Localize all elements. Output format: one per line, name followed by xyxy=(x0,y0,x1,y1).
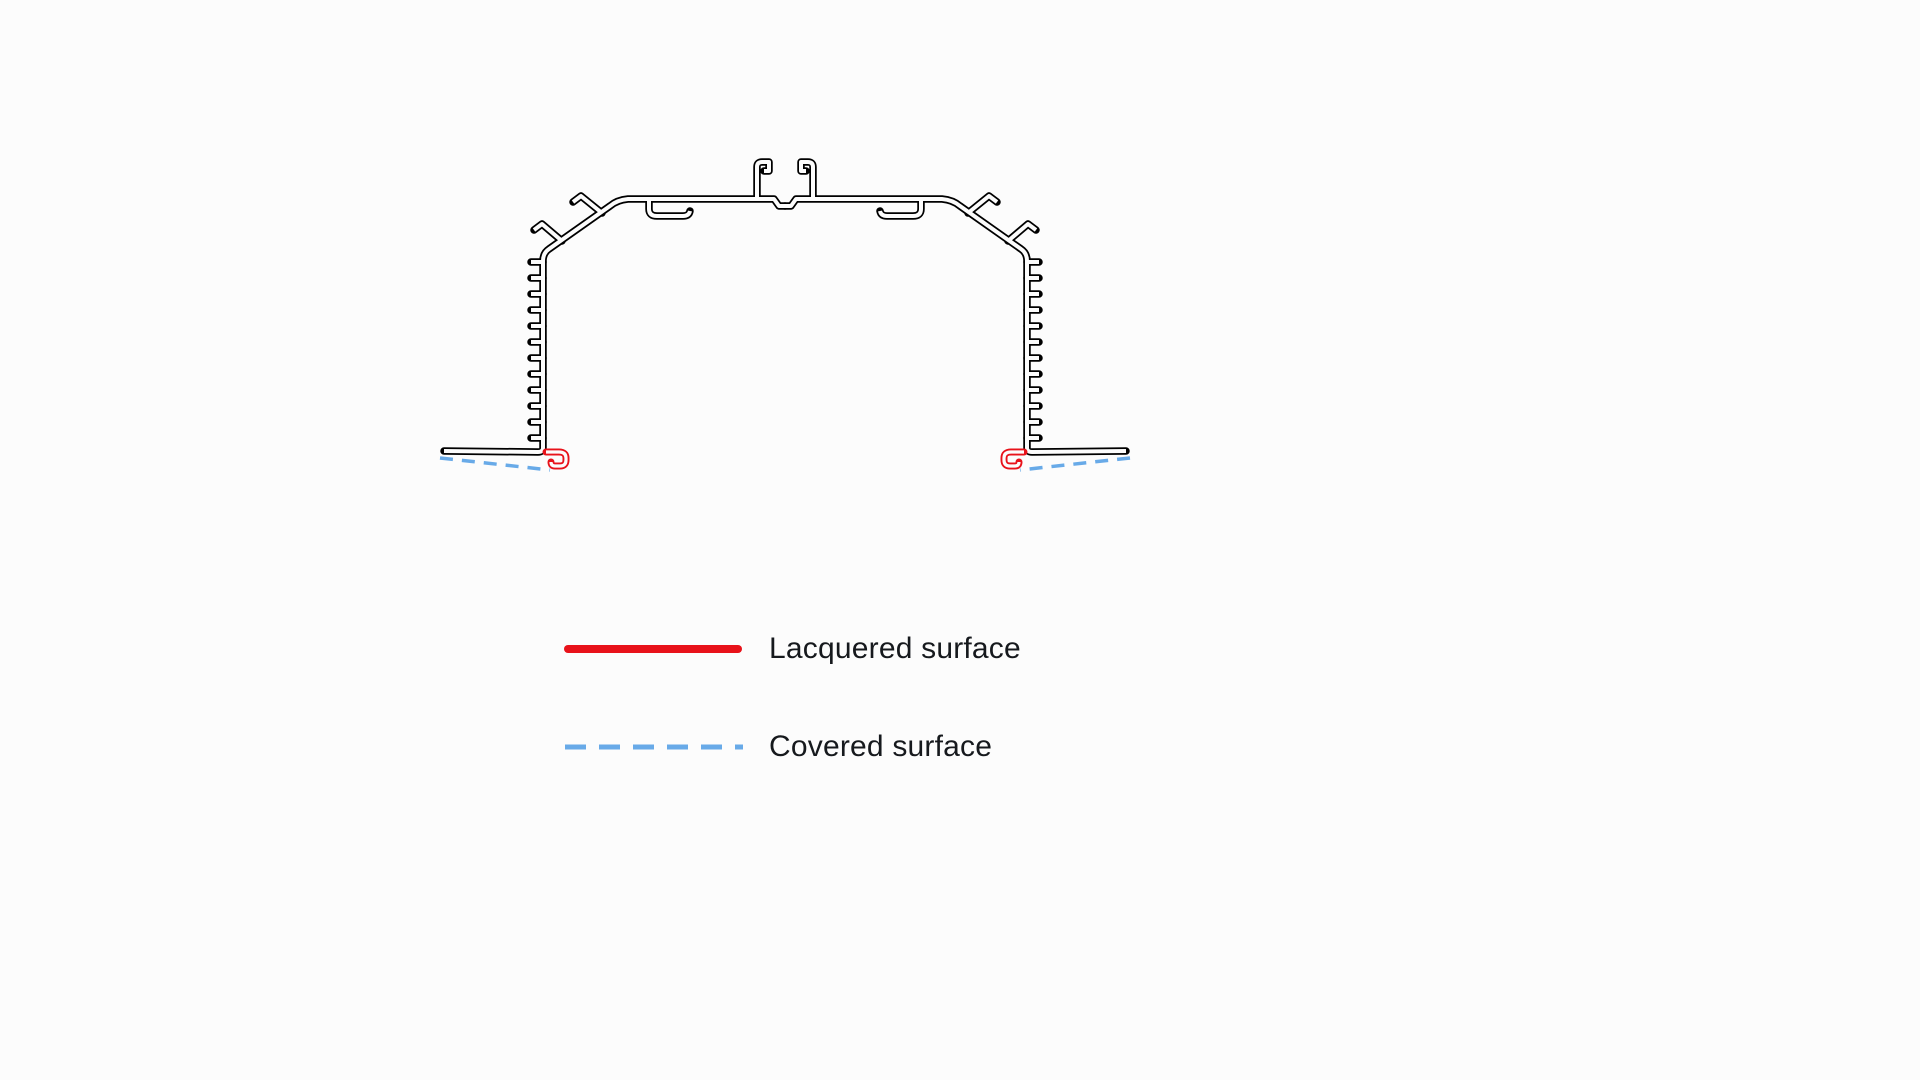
legend-label-lacquered: Lacquered surface xyxy=(769,632,1021,665)
covered-surface-right xyxy=(1018,456,1132,472)
profile-outline xyxy=(444,162,1126,452)
legend-item-lacquered: Lacquered surface xyxy=(563,628,1021,670)
covered-swatch-line xyxy=(565,744,743,750)
covered-surface-marks xyxy=(438,456,1132,472)
legend-item-covered: Covered surface xyxy=(563,726,1021,768)
profile-outline-right xyxy=(785,162,1126,452)
legend-label-covered: Covered surface xyxy=(769,730,993,763)
lacquered-surface-marks xyxy=(546,452,1024,466)
covered-surface-left xyxy=(438,456,552,472)
legend: Lacquered surface Covered surface xyxy=(563,628,1021,768)
lacquered-swatch-line xyxy=(564,645,742,653)
profile-outline-left xyxy=(444,162,785,452)
